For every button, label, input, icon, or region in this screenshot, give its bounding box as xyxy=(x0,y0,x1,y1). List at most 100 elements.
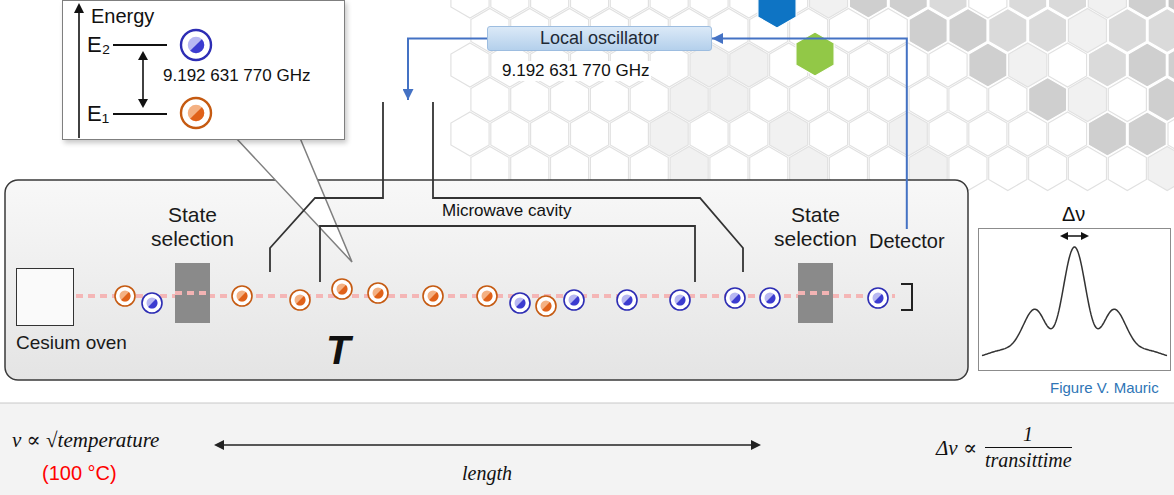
hexagon xyxy=(750,78,788,122)
microwave-cavity: Microwave cavityT xyxy=(268,100,745,376)
hexagon xyxy=(989,78,1027,122)
ramsey-fringe-plot xyxy=(979,229,1170,370)
atom-core xyxy=(337,284,348,295)
level-label: E₂ xyxy=(87,32,110,58)
atom-shell xyxy=(142,293,162,313)
oven-box xyxy=(16,268,74,326)
hexagon xyxy=(849,112,887,156)
hexagon xyxy=(590,78,628,122)
level-label-slot: E₂ xyxy=(87,32,110,58)
hexagon xyxy=(1128,112,1166,156)
length-arrow-head xyxy=(214,440,224,450)
cavity-label-slot: Microwave cavity xyxy=(442,201,571,221)
hexagon xyxy=(1088,112,1126,156)
hexagon xyxy=(1108,78,1146,122)
hexagon xyxy=(1128,43,1166,87)
atom-excited-state xyxy=(725,288,745,308)
hexagon-accent xyxy=(758,0,796,28)
hexagon xyxy=(710,9,748,53)
atom-shell xyxy=(423,286,443,306)
hexagon xyxy=(949,78,987,122)
hexagon xyxy=(451,43,489,87)
atom-core-shade xyxy=(542,302,551,311)
hexagon xyxy=(730,112,768,156)
atom-core xyxy=(622,295,633,306)
selector-label: State selection xyxy=(774,203,857,251)
atom-core xyxy=(147,298,158,309)
hexagon xyxy=(1029,78,1067,122)
atom-core-shade xyxy=(516,299,525,308)
oven-label: Cesium oven xyxy=(16,332,127,354)
atom-core-shade xyxy=(190,107,204,121)
atom-core xyxy=(765,293,776,304)
length-arrow xyxy=(222,444,753,445)
atom-core xyxy=(295,295,306,306)
atom-ground-state xyxy=(332,279,352,299)
atom-core-shade xyxy=(121,292,130,301)
hexagon xyxy=(849,0,887,18)
atom-shell xyxy=(232,286,252,306)
hexagon xyxy=(829,9,867,53)
atom-shell xyxy=(115,286,135,306)
length-label: length xyxy=(462,462,512,485)
hexagon xyxy=(969,43,1007,87)
hexagon xyxy=(730,43,768,87)
frequency-label-slot: 9.192 631 770 GHz xyxy=(500,61,651,81)
atom-shell xyxy=(332,279,352,299)
atom-ground-state xyxy=(232,286,252,306)
upper-level xyxy=(113,44,167,46)
length-label-slot: length xyxy=(462,462,512,485)
cavity-wall xyxy=(270,102,743,272)
atom-shell xyxy=(290,290,310,310)
atom-core xyxy=(569,295,580,306)
hexagon xyxy=(670,78,708,122)
atom-shell xyxy=(181,30,211,60)
hexagon xyxy=(1009,112,1047,156)
cavity-wall xyxy=(320,226,695,282)
hexagon xyxy=(829,78,867,122)
feedback-connector xyxy=(712,39,907,230)
atom-core-shade xyxy=(148,299,157,308)
hexagon xyxy=(1068,9,1106,53)
hexagon xyxy=(571,0,609,18)
atom-shell xyxy=(510,293,530,313)
hexagon xyxy=(650,0,688,18)
atom-core-shade xyxy=(731,294,740,303)
linewidth-head xyxy=(1060,232,1068,240)
hexagon xyxy=(610,0,648,18)
atom-core-shade xyxy=(676,296,685,305)
atom-core-shade xyxy=(429,292,438,301)
hexagon xyxy=(770,112,808,156)
figure-credit: Figure V. Mauric xyxy=(1050,379,1159,397)
hexagon xyxy=(1049,112,1087,156)
atom-core-shade xyxy=(190,39,204,53)
atom-core xyxy=(873,293,884,304)
hexagon xyxy=(909,78,947,122)
oven-temperature-slot: (100 °C) xyxy=(42,462,117,485)
atom-ground-state xyxy=(290,290,310,310)
velocity-formula: v ∝ √temperature xyxy=(12,428,159,452)
atom-excited-state xyxy=(868,288,888,308)
detector-label: Detector xyxy=(869,229,945,253)
atom-shell xyxy=(368,283,388,303)
figure-credit-slot: Figure V. Mauric xyxy=(1050,379,1159,397)
hexagon xyxy=(531,112,569,156)
hexagon xyxy=(511,78,549,122)
atom-shell xyxy=(477,286,497,306)
atom-excited-state xyxy=(670,290,690,310)
atom-core xyxy=(237,291,248,302)
feedback-connector xyxy=(408,39,487,101)
hexagon xyxy=(989,147,1027,191)
cesium-oven: Cesium oven xyxy=(16,268,127,354)
hexagon xyxy=(1009,43,1047,87)
atom-core xyxy=(120,291,131,302)
atom-shell xyxy=(617,290,637,310)
hexagon xyxy=(1108,147,1146,191)
fraction-denominator: transittime xyxy=(985,449,1072,472)
hexagon xyxy=(949,9,987,53)
atom-core xyxy=(730,293,741,304)
fraction-numerator-slot: 1 xyxy=(1023,423,1033,446)
atom-ground-state xyxy=(115,286,135,306)
resonance-plot: Δν xyxy=(978,203,1171,371)
